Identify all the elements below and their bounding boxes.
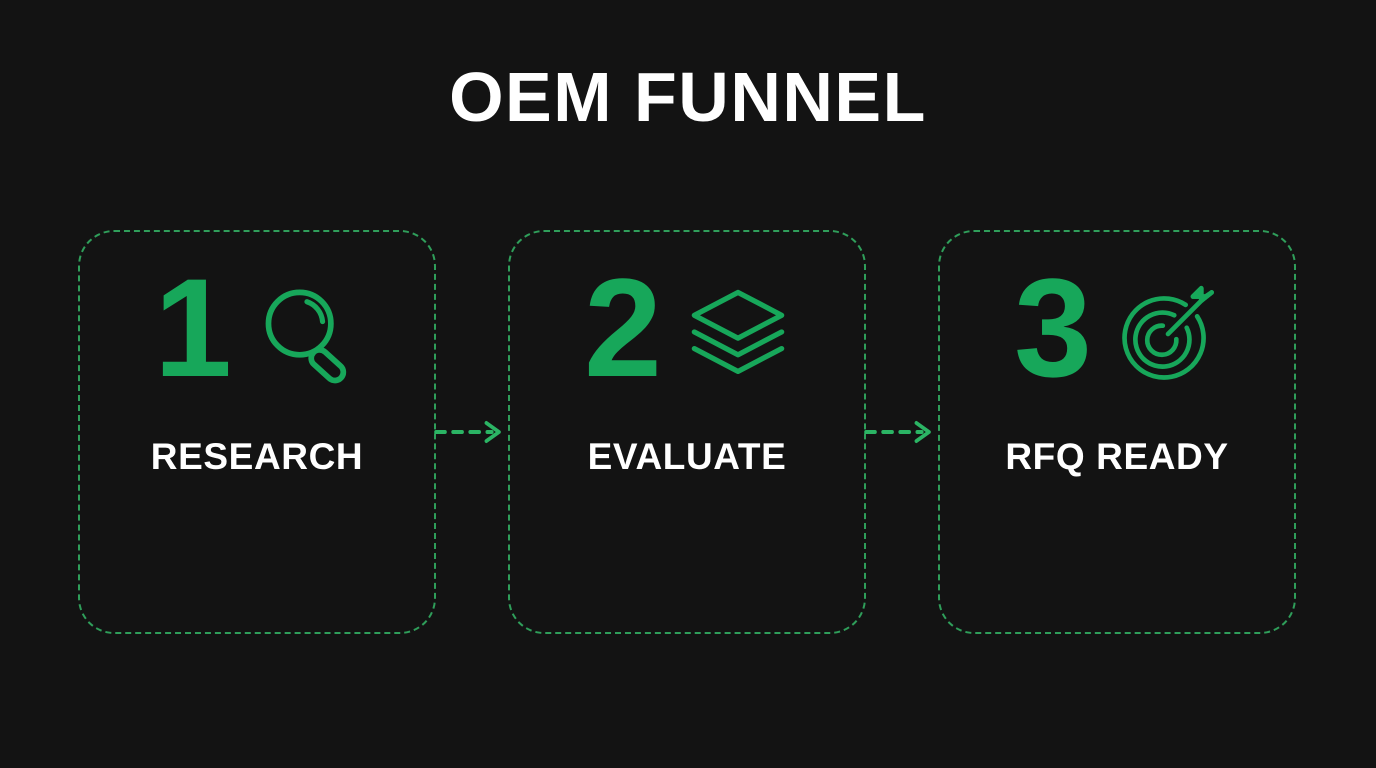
- funnel-step-card-1[interactable]: 1 RESEARCH: [78, 230, 436, 634]
- dashed-arrow-right-icon: [864, 421, 931, 443]
- card-body: 1 RESEARCH: [80, 258, 434, 477]
- card-head: 2: [584, 258, 790, 398]
- card-head: 3: [1014, 258, 1220, 398]
- connector-1: [434, 230, 508, 634]
- step-number-3: 3: [1014, 249, 1092, 406]
- step-number-2: 2: [584, 249, 662, 406]
- funnel-step-card-3[interactable]: 3 RFQ READY: [938, 230, 1296, 634]
- magnifier-icon: [256, 282, 360, 386]
- layers-icon: [686, 282, 790, 386]
- card-body: 3 RFQ READY: [940, 258, 1294, 477]
- step-label-1: RESEARCH: [150, 436, 364, 477]
- step-label-3: RFQ READY: [1005, 436, 1229, 477]
- page-title: OEM FUNNEL: [449, 58, 927, 136]
- step-label-2: EVALUATE: [587, 436, 787, 477]
- card-body: 2 EVALUATE: [510, 258, 864, 477]
- dashed-arrow-right-icon: [434, 421, 501, 443]
- connector-2: [864, 230, 938, 634]
- funnel-steps-row: 1 RESEARCH: [78, 230, 1296, 634]
- target-arrow-icon: [1116, 282, 1220, 386]
- funnel-step-card-2[interactable]: 2 EVALUATE: [508, 230, 866, 634]
- card-head: 1: [154, 258, 360, 398]
- step-number-1: 1: [154, 249, 232, 406]
